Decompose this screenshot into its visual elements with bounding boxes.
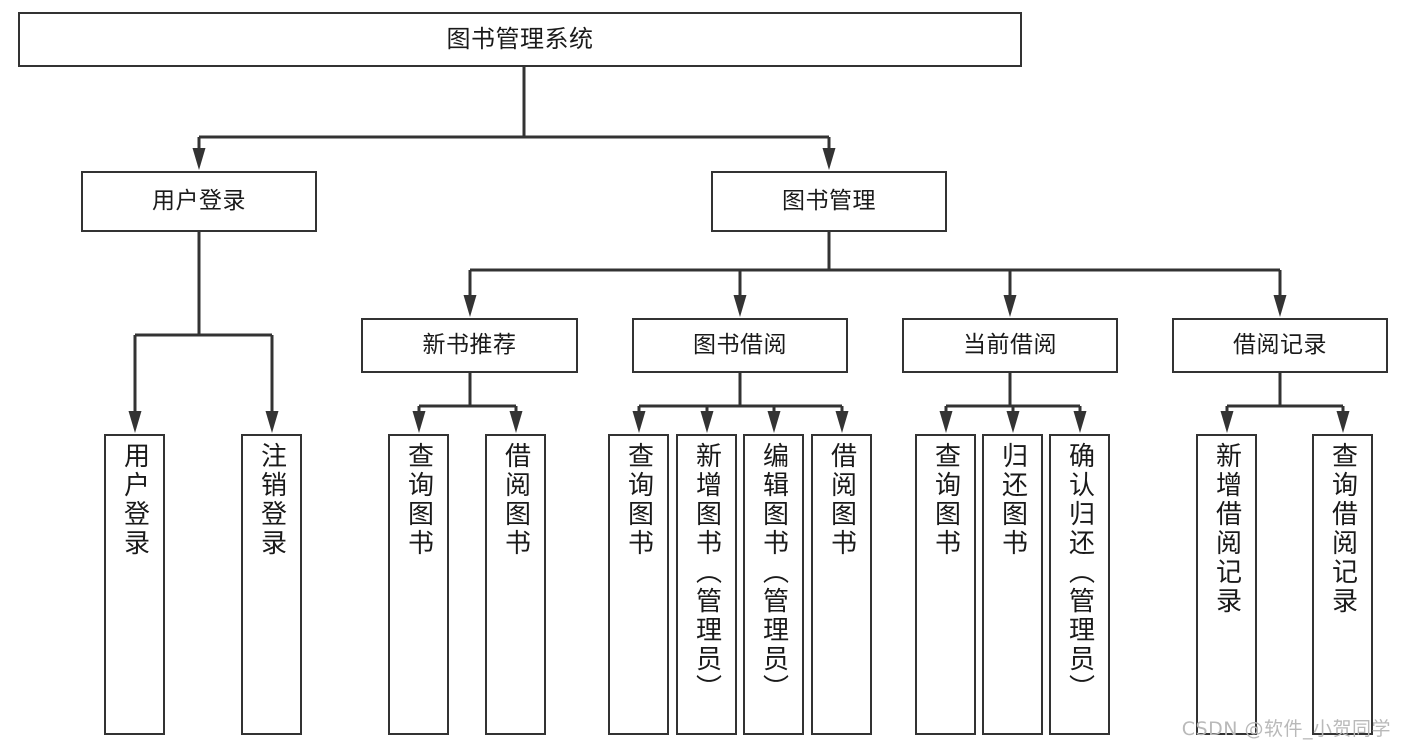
node-leaf-borrow-book-1[interactable]: 借阅图书 (485, 434, 546, 735)
arrowhead-icon (822, 148, 836, 170)
arrowhead-icon (265, 411, 279, 433)
arrowhead-icon (1003, 295, 1017, 317)
arrowhead-icon (733, 295, 747, 317)
node-label: 确认归还（管理员） (1064, 442, 1095, 703)
node-label: 查询图书 (623, 442, 654, 558)
node-label: 新书推荐 (422, 331, 517, 358)
node-label: 用户登录 (152, 187, 246, 214)
arrowhead-icon (939, 411, 953, 433)
node-label: 查询图书 (930, 442, 961, 558)
node-book-manage[interactable]: 图书管理 (711, 171, 947, 232)
connector-bus-book-borrow (639, 373, 842, 408)
arrowhead-icon (1273, 295, 1287, 317)
node-label: 借阅图书 (826, 442, 857, 558)
arrowhead-icon (700, 411, 714, 433)
node-leaf-logout[interactable]: 注销登录 (241, 434, 302, 735)
node-label: 新增借阅记录 (1211, 442, 1242, 616)
node-label: 查询图书 (403, 442, 434, 558)
node-leaf-add-record[interactable]: 新增借阅记录 (1196, 434, 1257, 735)
node-leaf-borrow-book-2[interactable]: 借阅图书 (811, 434, 872, 735)
node-leaf-query-book-1[interactable]: 查询图书 (388, 434, 449, 735)
arrowhead-icon (412, 411, 426, 433)
node-label: 图书管理系统 (446, 25, 594, 54)
node-label: 图书管理 (782, 187, 876, 214)
connector-bus-new-book (419, 373, 516, 408)
node-borrow-record[interactable]: 借阅记录 (1172, 318, 1388, 373)
arrowhead-icon (128, 411, 142, 433)
node-label: 归还图书 (997, 442, 1028, 558)
node-leaf-edit-book[interactable]: 编辑图书（管理员） (743, 434, 804, 735)
node-new-book-recommend[interactable]: 新书推荐 (361, 318, 578, 373)
node-label: 查询借阅记录 (1327, 442, 1358, 616)
arrowhead-icon (1006, 411, 1020, 433)
connector-bus-borrow-record (1227, 373, 1343, 408)
node-leaf-user-login[interactable]: 用户登录 (104, 434, 165, 735)
connector-bus-current-borrow (946, 373, 1080, 408)
node-leaf-confirm-return[interactable]: 确认归还（管理员） (1049, 434, 1110, 735)
node-book-borrow[interactable]: 图书借阅 (632, 318, 848, 373)
arrowhead-icon (632, 411, 646, 433)
node-leaf-query-book-2[interactable]: 查询图书 (608, 434, 669, 735)
node-user-login[interactable]: 用户登录 (81, 171, 317, 232)
arrowhead-icon (835, 411, 849, 433)
connector-bus-root (199, 67, 829, 139)
connector-bus-book-manage (470, 232, 1280, 272)
node-leaf-query-book-3[interactable]: 查询图书 (915, 434, 976, 735)
node-leaf-query-record[interactable]: 查询借阅记录 (1312, 434, 1373, 735)
arrowhead-icon (509, 411, 523, 433)
watermark-text: CSDN @软件_小贺同学 (1181, 718, 1391, 740)
node-label: 用户登录 (119, 442, 150, 558)
node-current-borrow[interactable]: 当前借阅 (902, 318, 1118, 373)
node-label: 新增图书（管理员） (691, 442, 722, 703)
node-leaf-add-book[interactable]: 新增图书（管理员） (676, 434, 737, 735)
node-root[interactable]: 图书管理系统 (18, 12, 1022, 67)
connector-bus-user-login (135, 232, 272, 337)
arrowhead-icon (1336, 411, 1350, 433)
arrowhead-icon (1073, 411, 1087, 433)
node-label: 注销登录 (256, 442, 287, 558)
arrowhead-icon (463, 295, 477, 317)
arrowhead-icon (767, 411, 781, 433)
node-label: 当前借阅 (963, 331, 1057, 358)
node-label: 借阅图书 (500, 442, 531, 558)
node-label: 编辑图书（管理员） (758, 442, 789, 703)
arrowhead-icon (192, 148, 206, 170)
node-leaf-return-book[interactable]: 归还图书 (982, 434, 1043, 735)
node-label: 借阅记录 (1233, 331, 1327, 358)
node-label: 图书借阅 (693, 331, 787, 358)
arrowhead-icon (1220, 411, 1234, 433)
